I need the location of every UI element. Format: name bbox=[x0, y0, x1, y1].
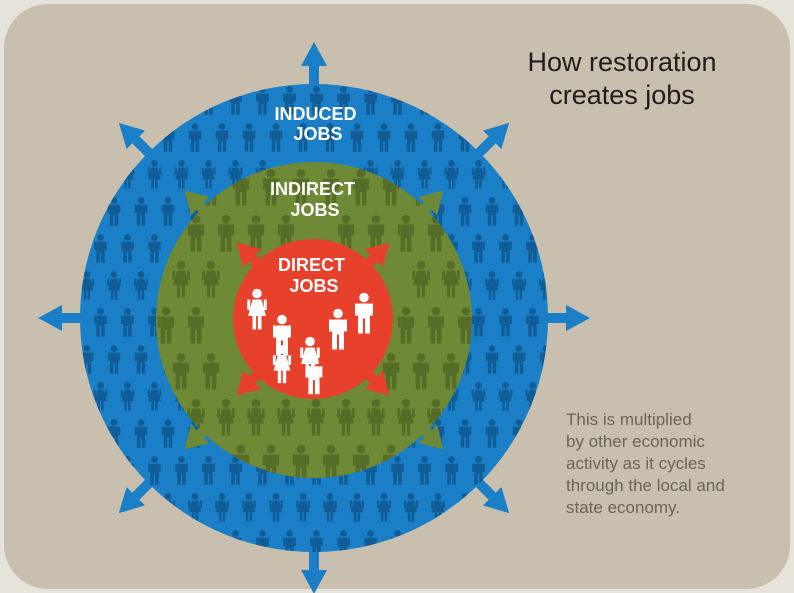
person-icon bbox=[418, 530, 431, 552]
arrow-icon bbox=[364, 370, 390, 396]
note-line: activity as it cycles bbox=[566, 454, 706, 473]
arrow-icon bbox=[301, 42, 327, 66]
arrow-icon bbox=[236, 242, 262, 268]
diagram-title: How restoration creates jobs bbox=[482, 46, 762, 112]
induced-jobs-label: INDUCED JOBS bbox=[274, 104, 361, 144]
arrow-icon bbox=[118, 122, 146, 150]
arrow-icon bbox=[184, 424, 210, 450]
arrow-icon bbox=[418, 190, 444, 216]
arrow-icon bbox=[364, 242, 390, 268]
direct-jobs-label: DIRECT JOBS bbox=[278, 255, 350, 296]
note-line: state economy. bbox=[566, 498, 681, 517]
arrow-icon bbox=[184, 190, 210, 216]
person-icon bbox=[202, 530, 215, 552]
arrow-icon bbox=[482, 486, 510, 514]
person-icon bbox=[80, 382, 81, 411]
person-icon bbox=[499, 456, 512, 485]
arrow-icon bbox=[418, 424, 444, 450]
arrow-icon bbox=[118, 486, 146, 514]
title-line-1: How restoration bbox=[527, 47, 717, 77]
note-line: This is multiplied bbox=[566, 410, 692, 429]
indirect-jobs-label: INDIRECT JOBS bbox=[270, 179, 360, 220]
arrow-icon bbox=[482, 122, 510, 150]
note-line: by other economic bbox=[566, 432, 705, 451]
arrow-icon bbox=[301, 570, 327, 593]
arrow-icon bbox=[566, 305, 590, 331]
arrow-icon bbox=[38, 305, 62, 331]
note-line: through the local and bbox=[566, 476, 725, 495]
person-icon bbox=[80, 197, 94, 226]
title-line-2: creates jobs bbox=[549, 80, 695, 110]
person-icon bbox=[67, 234, 80, 263]
arrow-icon bbox=[236, 370, 262, 396]
multiplier-note: This is multiplied by other economic act… bbox=[566, 409, 781, 519]
